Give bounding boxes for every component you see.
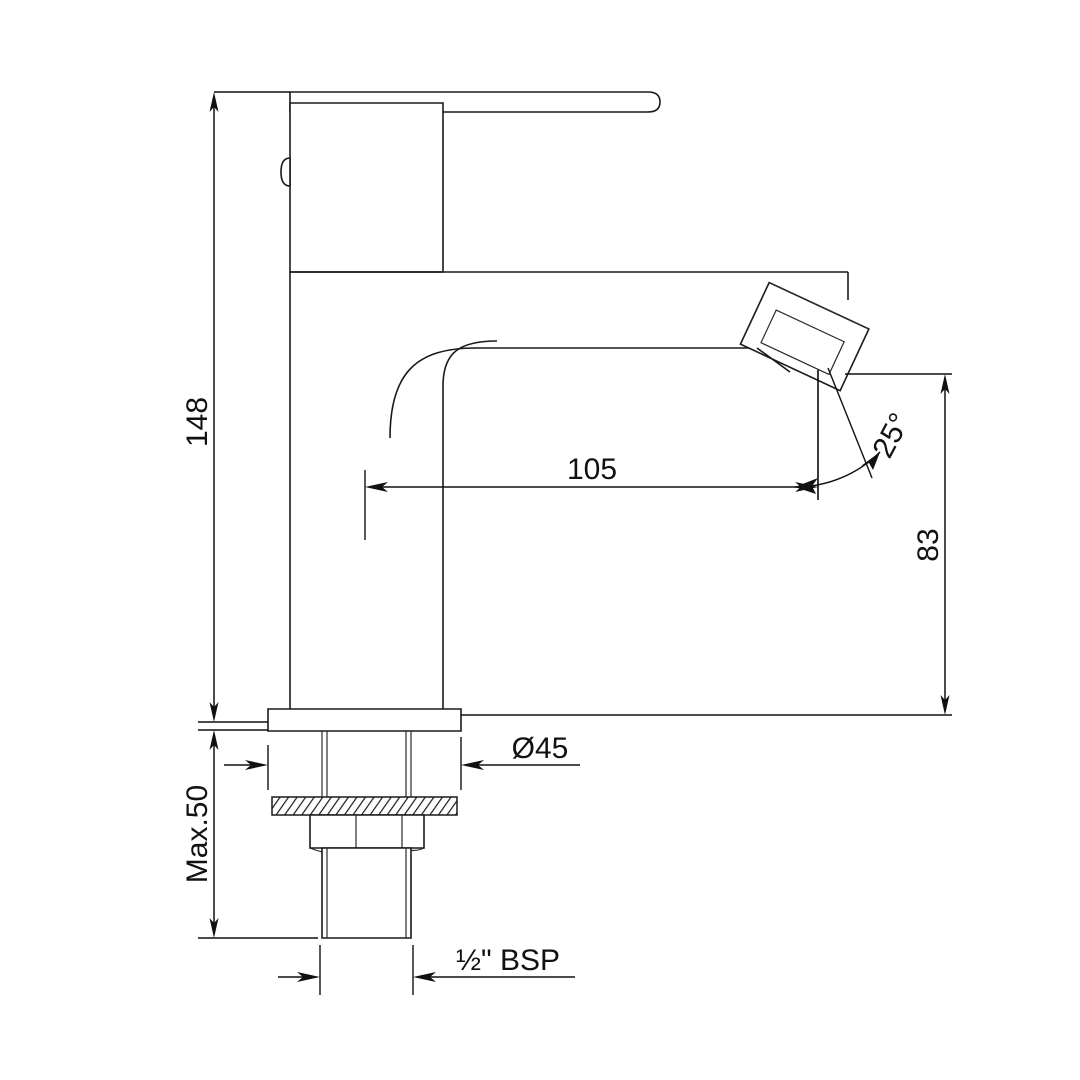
base-flange bbox=[267, 708, 462, 732]
dimension-label-spout-reach: 105 bbox=[567, 453, 617, 486]
dimension-thread-size: ½" BSP bbox=[278, 944, 575, 995]
dimension-label-base-diameter: Ø45 bbox=[512, 732, 569, 765]
spout-body bbox=[289, 271, 849, 713]
dimension-label-thread-size: ½" BSP bbox=[456, 944, 560, 977]
mounting-washer bbox=[271, 796, 458, 816]
supply-tube bbox=[321, 847, 412, 939]
threaded-shank bbox=[321, 731, 412, 800]
dimension-overall-height: 148 bbox=[181, 91, 290, 723]
angled-aerator bbox=[739, 281, 870, 392]
body-side-button bbox=[280, 157, 291, 187]
cartridge-body bbox=[289, 102, 444, 273]
dimension-base-diameter: Ø45 bbox=[224, 732, 580, 790]
dimension-spout-reach: 105 bbox=[364, 370, 819, 540]
dimension-spout-height: 83 bbox=[461, 373, 952, 716]
dimension-label-aerator-angle: 25° bbox=[866, 408, 916, 464]
dimension-label-overall-height: 148 bbox=[181, 397, 214, 447]
dimension-label-max-thickness: Max.50 bbox=[181, 785, 214, 883]
dimension-aerator-angle: 25° bbox=[794, 367, 917, 500]
dimension-label-spout-height: 83 bbox=[912, 528, 945, 561]
dimension-max-thickness: Max.50 bbox=[181, 729, 318, 939]
